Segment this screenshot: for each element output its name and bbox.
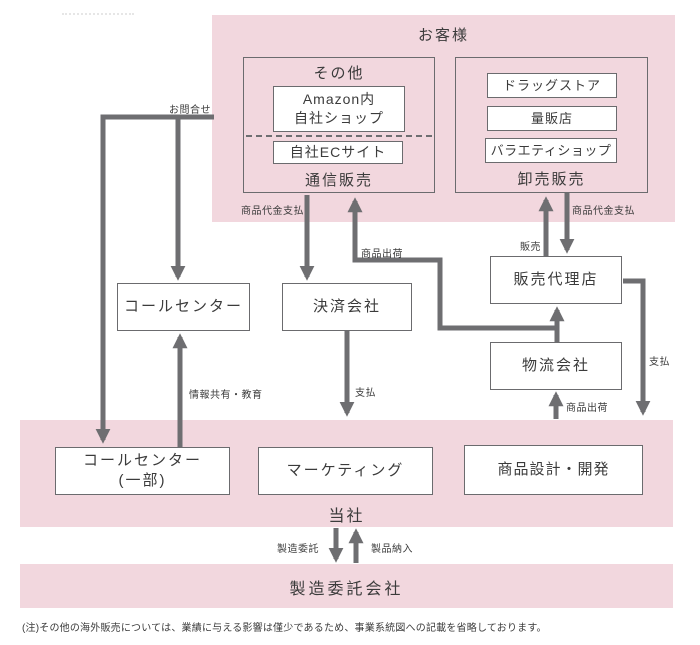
ec-site-box: 自社ECサイト [273,141,403,164]
manufacturer-title: 製造委託会社 [289,581,404,598]
company-title: 当社 [328,508,365,525]
amazon-shop-box: Amazon内 自社ショップ [273,86,405,132]
flow-label-manufacture-consign: 製造委託 [277,544,319,555]
faint-artifact [62,13,134,15]
mass-retailer-box: 量販店 [487,106,617,131]
flow-label-info-share: 情報共有・教育 [189,390,263,401]
manufacturer-area [20,564,673,608]
wholesale-channel-label: 卸売販売 [517,171,586,188]
call-center-box: コールセンター [117,283,250,331]
mail-order-channel-label: 通信販売 [304,172,373,189]
mail-order-group-box [243,57,435,193]
variety-shop-box: バラエティショップ [485,138,617,163]
arrow-shipment-to-mail-order [347,197,557,331]
flow-label-pay-settlement: 支払 [355,388,376,399]
cc-partial-box: コールセンター (一部) [55,447,230,495]
arrow-pay-agency-to-company [623,278,651,416]
sales-agency-box: 販売代理店 [490,256,622,304]
payment-company-box: 決済会社 [282,283,412,331]
wholesale-group-box [455,57,648,193]
footnote: (注)その他の海外販売については、業績に与える影響は僅少であるため、事業系統図へ… [22,623,547,634]
logistics-box: 物流会社 [490,342,622,390]
amazon-shop-label: Amazon内 自社ショップ [294,91,384,126]
marketing-box: マーケティング [258,447,433,495]
product-design-box: 商品設計・開発 [464,445,643,495]
flow-label-sales: 販売 [520,242,541,253]
drugstore-box: ドラッグストア [487,73,617,98]
flow-label-inquiry: お問合せ [169,105,211,116]
mail-order-group-label: その他 [313,65,365,82]
flow-label-payment-wholesale: 商品代金支払 [572,206,635,217]
flow-label-shipment-mail-order: 商品出荷 [361,249,403,260]
flow-label-payment-mail-order: 商品代金支払 [241,206,304,217]
flow-label-pay-agency: 支払 [649,357,670,368]
flow-label-shipment-logistics: 商品出荷 [566,403,608,414]
customers-title: お客様 [417,27,469,44]
mail-order-divider [246,135,432,137]
cc-partial-label: コールセンター (一部) [82,451,202,489]
flow-label-product-delivery: 製品納入 [371,544,413,555]
